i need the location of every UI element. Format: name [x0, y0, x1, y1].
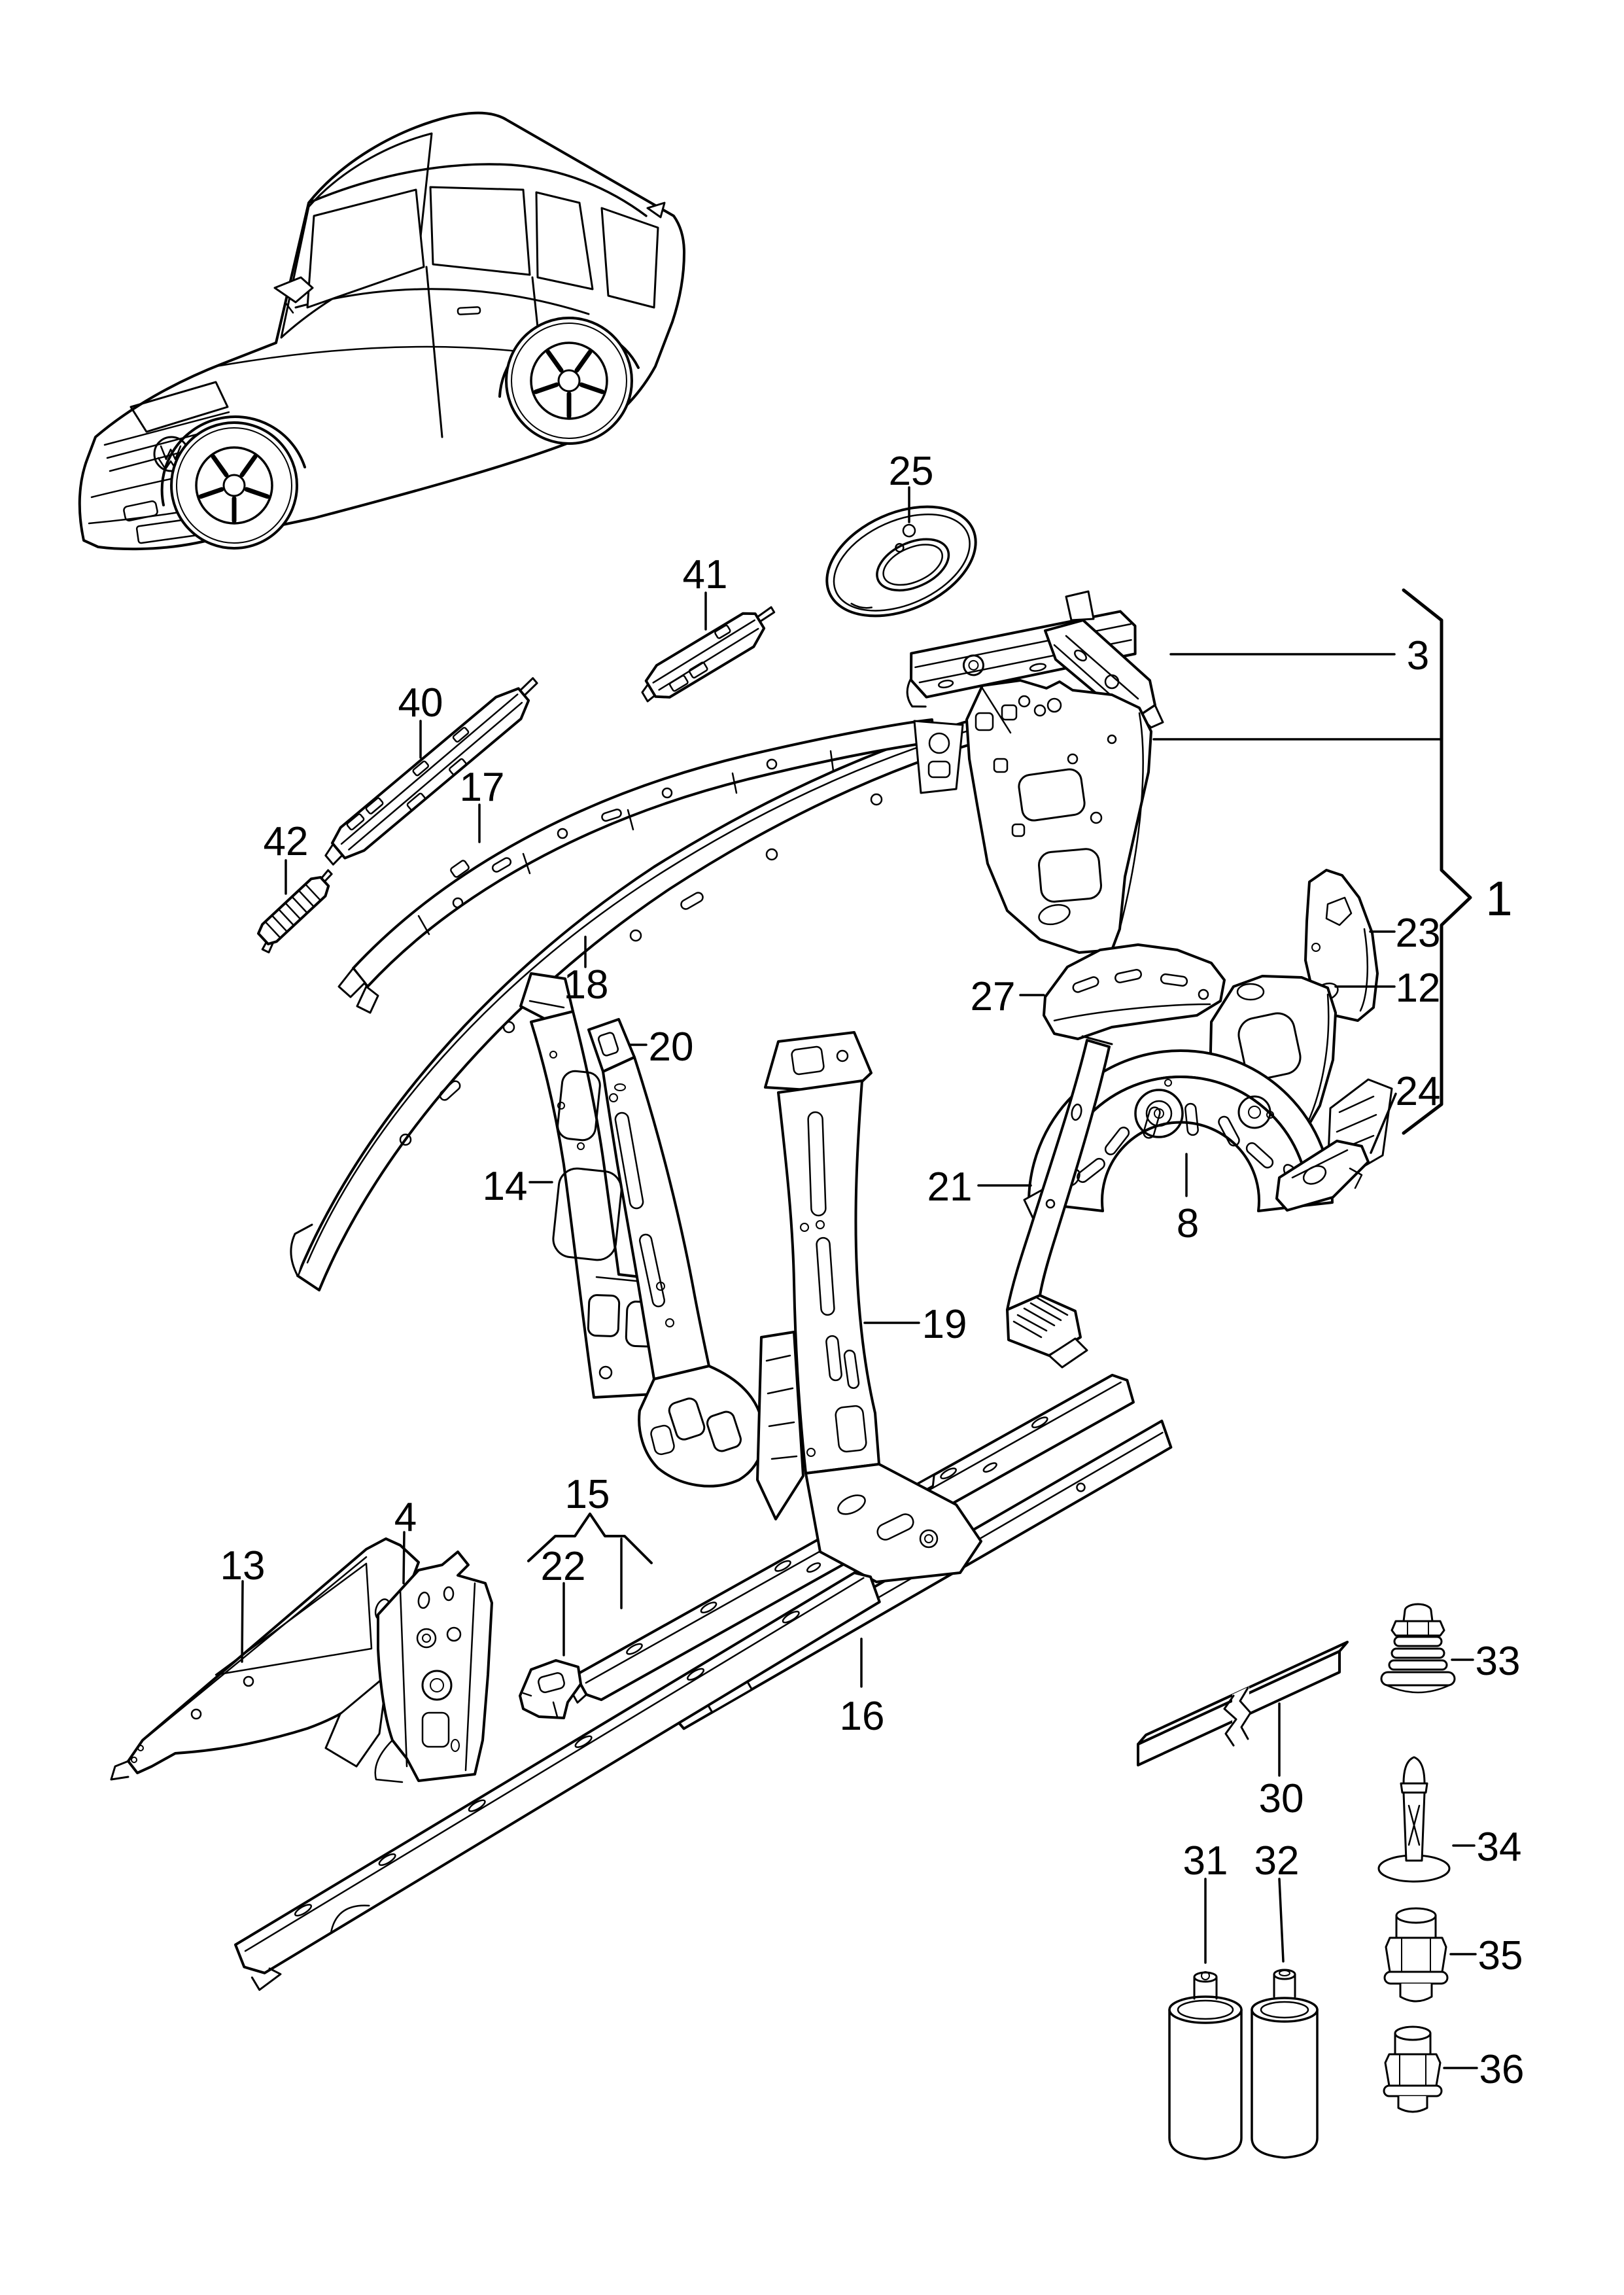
callout-31: 31 [1183, 1838, 1228, 1964]
mirror [273, 276, 314, 304]
part-20-b-pillar-inner [587, 1018, 765, 1488]
callout-40: 40 [398, 680, 443, 759]
callout-label-40[interactable]: 40 [398, 680, 443, 726]
callout-label-42[interactable]: 42 [264, 819, 309, 864]
callout-label-13[interactable]: 13 [220, 1543, 266, 1588]
callout-label-4[interactable]: 4 [394, 1495, 417, 1540]
part-34-expanding-rivet [1377, 1756, 1451, 1883]
callout-label-8[interactable]: 8 [1177, 1201, 1199, 1246]
callout-30: 30 [1259, 1702, 1304, 1821]
callout-label-25[interactable]: 25 [889, 449, 934, 494]
callout-22: 22 [541, 1544, 586, 1656]
part-32-canister [1251, 1969, 1319, 2159]
part-22-bracket [519, 1659, 582, 1719]
rear-wheel [505, 317, 633, 445]
part-41-roof-bow [641, 606, 776, 703]
callout-14: 14 [483, 1164, 553, 1209]
callout-19: 19 [863, 1302, 967, 1347]
part-35-nut [1383, 1907, 1449, 2003]
callout-label-31[interactable]: 31 [1183, 1838, 1228, 1883]
part-3-rear-roof-rail [906, 590, 1164, 729]
part-36-nut [1383, 2025, 1443, 2113]
callout-4: 4 [394, 1495, 417, 1585]
part-19-b-pillar-reinforcement [756, 1031, 982, 1583]
part-4-hinge-pillar [374, 1550, 493, 1783]
callout-label-3[interactable]: 3 [1407, 633, 1429, 678]
callout-24: 24 [1370, 1069, 1441, 1154]
part-31-canister [1168, 1971, 1243, 2160]
callout-label-21[interactable]: 21 [927, 1165, 973, 1210]
callout-label-34[interactable]: 34 [1477, 1825, 1522, 1870]
callout-label-24[interactable]: 24 [1396, 1069, 1441, 1114]
callout-12: 12 [1334, 966, 1441, 1011]
callout-27: 27 [971, 974, 1045, 1019]
callout-label-18[interactable]: 18 [564, 962, 609, 1007]
part-25-filler-pocket [825, 505, 977, 618]
callout-13: 13 [220, 1543, 266, 1663]
callout-36: 36 [1443, 2047, 1525, 2092]
part-24-bracket [1275, 1140, 1370, 1212]
callout-1: 1 [1485, 871, 1512, 926]
callout-35: 35 [1449, 1933, 1523, 1978]
callout-17: 17 [460, 765, 505, 843]
callout-3: 3 [1169, 633, 1429, 678]
callout-label-27[interactable]: 27 [971, 974, 1016, 1019]
callout-23: 23 [1369, 911, 1441, 956]
part-33-grommet [1380, 1603, 1456, 1694]
part-16-sill-outer-panel [233, 1571, 881, 1991]
group-bracket-1 [1402, 588, 1472, 1135]
callout-21: 21 [927, 1165, 1032, 1210]
part-21-pillar [1006, 1035, 1113, 1369]
callout-label-32[interactable]: 32 [1254, 1838, 1300, 1883]
callout-label-14[interactable]: 14 [483, 1164, 528, 1209]
callout-15: 15 [527, 1472, 653, 1609]
callout-label-1[interactable]: 1 [1485, 871, 1512, 926]
callout-25: 25 [889, 449, 934, 523]
callout-label-30[interactable]: 30 [1259, 1776, 1304, 1821]
callout-41: 41 [683, 552, 728, 631]
callout-label-35[interactable]: 35 [1478, 1933, 1523, 1978]
callout-16: 16 [840, 1638, 885, 1739]
callout-label-12[interactable]: 12 [1396, 966, 1441, 1011]
part-30-adhesive-strip [1137, 1641, 1349, 1766]
callout-label-20[interactable]: 20 [649, 1025, 694, 1070]
callout-label-16[interactable]: 16 [840, 1694, 885, 1739]
callout-label-33[interactable]: 33 [1476, 1639, 1521, 1684]
callout-label-22[interactable]: 22 [541, 1544, 586, 1589]
part-17-windshield-frame-rail [337, 718, 964, 1014]
callout-label-15[interactable]: 15 [565, 1472, 610, 1517]
callout-34: 34 [1452, 1825, 1522, 1870]
callout-label-36[interactable]: 36 [1479, 2047, 1525, 2092]
callout-32: 32 [1254, 1838, 1300, 1963]
part-27-reinforcement [1043, 943, 1226, 1040]
callout-18: 18 [564, 936, 609, 1007]
part-quarter-panel-inner [965, 679, 1152, 954]
callout-20: 20 [628, 1025, 694, 1070]
part-23-bracket [1304, 869, 1379, 1022]
callout-label-23[interactable]: 23 [1396, 911, 1441, 956]
part-40-roof-bow [324, 677, 538, 866]
front-wheel [170, 421, 298, 550]
callout-8: 8 [1177, 1153, 1199, 1246]
part-14-b-pillar-outer [519, 972, 667, 1399]
callout-label-19[interactable]: 19 [922, 1302, 967, 1347]
part-42-reinforcement-strip [257, 869, 333, 954]
vehicle-overview-illustration [78, 111, 685, 551]
callout-42: 42 [264, 819, 309, 895]
callout-33: 33 [1451, 1639, 1521, 1684]
callout-label-41[interactable]: 41 [683, 552, 728, 597]
callout-label-17[interactable]: 17 [460, 765, 505, 810]
